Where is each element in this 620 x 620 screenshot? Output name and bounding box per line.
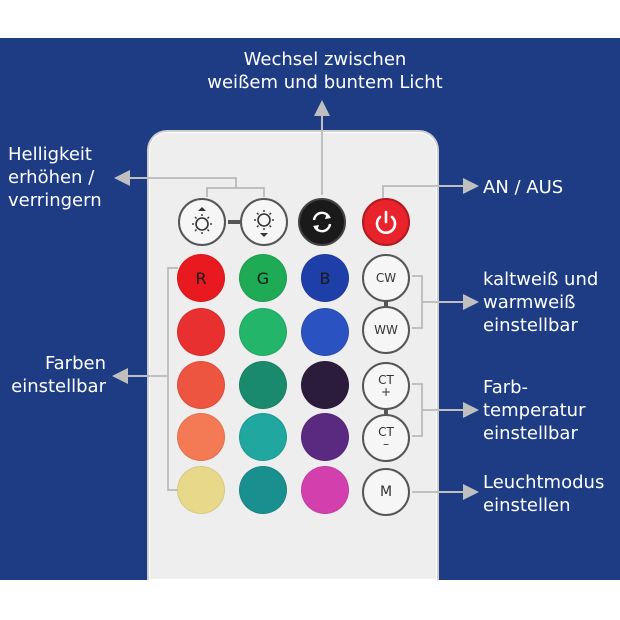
color-temp-down-label: CT – [378,425,394,451]
color-temp-up-label: CT + [378,373,394,399]
color-button[interactable] [239,361,287,409]
cold-warm-label: kaltweiß und warmweiß einstellbar [483,269,599,336]
cycle-icon [312,211,332,233]
color-button[interactable] [239,413,287,461]
power-arrow [382,178,479,198]
colors-label: Farben einstellbar [11,353,106,397]
warm-white-button[interactable]: WW [362,306,410,354]
color-temp-arrow [412,383,423,437]
color-button[interactable] [301,466,349,514]
brightness-arrow [206,187,265,197]
cold-white-label: CW [375,271,397,285]
power-icon [375,210,397,234]
color-button[interactable] [301,413,349,461]
power-button[interactable] [362,198,410,246]
color-temp-up-button[interactable]: CT + [362,362,410,410]
cold-warm-arrow [412,275,423,329]
color-button[interactable] [301,308,349,356]
light-mode-label: Leuchtmodus einstellen [483,472,605,516]
color-button[interactable] [301,361,349,409]
color-button[interactable] [177,466,225,514]
color-temperature-label: Farb- temperatur einstellbar [483,377,586,444]
color-button[interactable] [177,308,225,356]
blue-button[interactable]: B [301,254,349,302]
color-button[interactable] [177,361,225,409]
colors-arrow [167,267,178,491]
brightness-up-icon [192,207,212,234]
cold-white-button[interactable]: CW [362,254,410,302]
color-button[interactable] [177,413,225,461]
color-button[interactable] [239,308,287,356]
brightness-down-button[interactable] [240,198,288,246]
power-label: AN / AUS [483,177,564,198]
red-button[interactable]: R [177,254,225,302]
color-button[interactable] [239,466,287,514]
mode-switch-label: Wechsel zwischen weißem und buntem Licht [207,49,443,93]
red-label: R [195,268,207,288]
mode-toggle-button[interactable] [298,198,346,246]
light-mode-button[interactable]: M [362,468,410,516]
warm-white-label: WW [374,323,398,337]
light-mode-button-label: M [379,484,393,500]
green-label: G [256,268,270,288]
color-temp-down-button[interactable]: CT – [362,414,410,462]
blue-label: B [319,268,331,288]
brightness-label: Helligkeit erhöhen / verringern [8,144,102,211]
brightness-down-icon [254,210,274,237]
brightness-up-button[interactable] [178,198,226,246]
green-button[interactable]: G [239,254,287,302]
